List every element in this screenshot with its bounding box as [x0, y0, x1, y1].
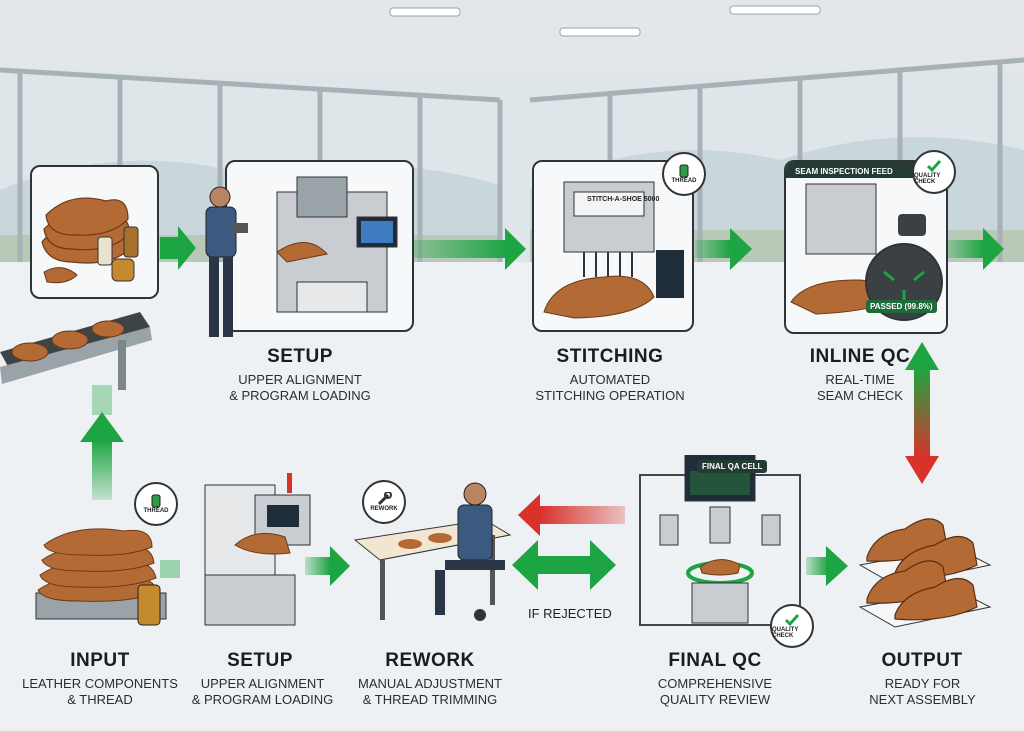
setup-top-title: SETUP [267, 346, 333, 367]
quality-check-badge-bottom: QUALITY CHECK [770, 604, 814, 648]
rework-station [353, 482, 512, 621]
arrow-rework-finalqc-double [512, 540, 616, 590]
finished-shoes-stack [858, 518, 992, 628]
thread-badge-bottom: THREAD [134, 482, 178, 526]
final-qa-cell-screen-label: FINAL QA CELL [697, 460, 768, 473]
arrow-setup-to-rework [305, 546, 350, 586]
arrow-inlineqc-out [948, 228, 1004, 270]
inline-qc-title: INLINE QC [809, 346, 911, 367]
setup-top-desc: UPPER ALIGNMENT & PROGRAM LOADING [210, 372, 390, 404]
inline-qc-desc: REAL-TIME SEAM CHECK [790, 372, 930, 404]
final-qc-desc-line2: QUALITY REVIEW [659, 692, 771, 707]
input-desc-line1: LEATHER COMPONENTS [22, 676, 178, 691]
output-desc: READY FOR NEXT ASSEMBLY [845, 676, 1000, 708]
output-desc-line1: READY FOR [884, 676, 961, 691]
checkmark-icon [926, 160, 942, 173]
thread-badge-bottom-label: THREAD [143, 508, 169, 514]
rework-title: REWORK [385, 650, 475, 671]
rework-badge: REWORK [362, 480, 406, 524]
inspection-passed-readout: PASSED (99.8%) [866, 300, 937, 313]
stitching-title: STITCHING [556, 346, 664, 367]
output-desc-line2: NEXT ASSEMBLY [869, 692, 976, 707]
leather-stack-illustration [41, 197, 139, 284]
leather-input-stack [35, 528, 167, 626]
arrow-rejected-red [518, 494, 625, 536]
output-title: OUTPUT [881, 650, 963, 671]
quality-check-badge-top: QUALITY CHECK [912, 150, 956, 194]
final-qc-title: FINAL QC [668, 650, 762, 671]
arrow-inlineqc-vertical [905, 342, 939, 484]
wrench-icon [377, 492, 392, 506]
setup-bottom-desc-line2: & PROGRAM LOADING [191, 692, 334, 707]
rework-desc-line1: MANUAL ADJUSTMENT [358, 676, 502, 691]
setup-bottom-desc-line1: UPPER ALIGNMENT [200, 676, 325, 691]
setup-bottom-title: SETUP [227, 650, 293, 671]
arrow-stitching-to-inlineqc [695, 228, 752, 270]
stitching-desc: AUTOMATED STITCHING OPERATION [525, 372, 695, 404]
quality-check-badge-bottom-label: QUALITY CHECK [772, 627, 799, 639]
input-top-panel [30, 165, 159, 299]
arrow-setup-to-stitching [410, 228, 526, 270]
stitching-desc-line1: AUTOMATED [569, 372, 651, 387]
final-qc-desc-line1: COMPREHENSIVE [657, 676, 773, 691]
thread-spool-icon [679, 164, 689, 178]
thread-badge-top: THREAD [662, 152, 706, 196]
stitching-desc-line2: STITCHING OPERATION [535, 388, 685, 403]
rework-desc-line2: & THREAD TRIMMING [362, 692, 498, 707]
rework-desc: MANUAL ADJUSTMENT & THREAD TRIMMING [345, 676, 515, 708]
arrow-input-to-setup-bottom [160, 560, 180, 578]
input-desc-line2: & THREAD [67, 692, 133, 707]
input-desc: LEATHER COMPONENTS & THREAD [15, 676, 185, 708]
input-title: INPUT [70, 650, 130, 671]
final-qc-desc: COMPREHENSIVE QUALITY REVIEW [630, 676, 800, 708]
stitching-machine-label: STITCH-A-SHOE 5000 [587, 196, 660, 203]
operator-figure-top [205, 186, 248, 337]
inline-qc-desc-line1: REAL-TIME [825, 372, 895, 387]
rework-badge-label: REWORK [370, 506, 398, 512]
setup-bottom-machine [204, 473, 311, 626]
setup-bottom-desc: UPPER ALIGNMENT & PROGRAM LOADING [180, 676, 345, 708]
checkmark-icon [784, 614, 800, 627]
conveyor-belt [0, 312, 152, 390]
quality-check-badge-top-label: QUALITY CHECK [914, 173, 941, 185]
setup-top-desc-line1: UPPER ALIGNMENT [238, 372, 362, 387]
setup-top-desc-line2: & PROGRAM LOADING [229, 388, 371, 403]
arrow-finalqc-to-output [806, 546, 848, 586]
arrow-up-left [80, 385, 124, 500]
thread-spool-icon [151, 494, 161, 508]
if-rejected-label: IF REJECTED [528, 606, 612, 621]
arrow-input-to-setup [160, 226, 196, 270]
thread-badge-top-label: THREAD [671, 178, 697, 184]
stitching-machine-illustration [543, 181, 684, 319]
setup-machine-illustration [276, 176, 398, 313]
seam-inspection-feed-label: SEAM INSPECTION FEED [790, 165, 898, 178]
setup-top-panel [225, 160, 414, 332]
inline-qc-desc-line2: SEAM CHECK [817, 388, 903, 403]
